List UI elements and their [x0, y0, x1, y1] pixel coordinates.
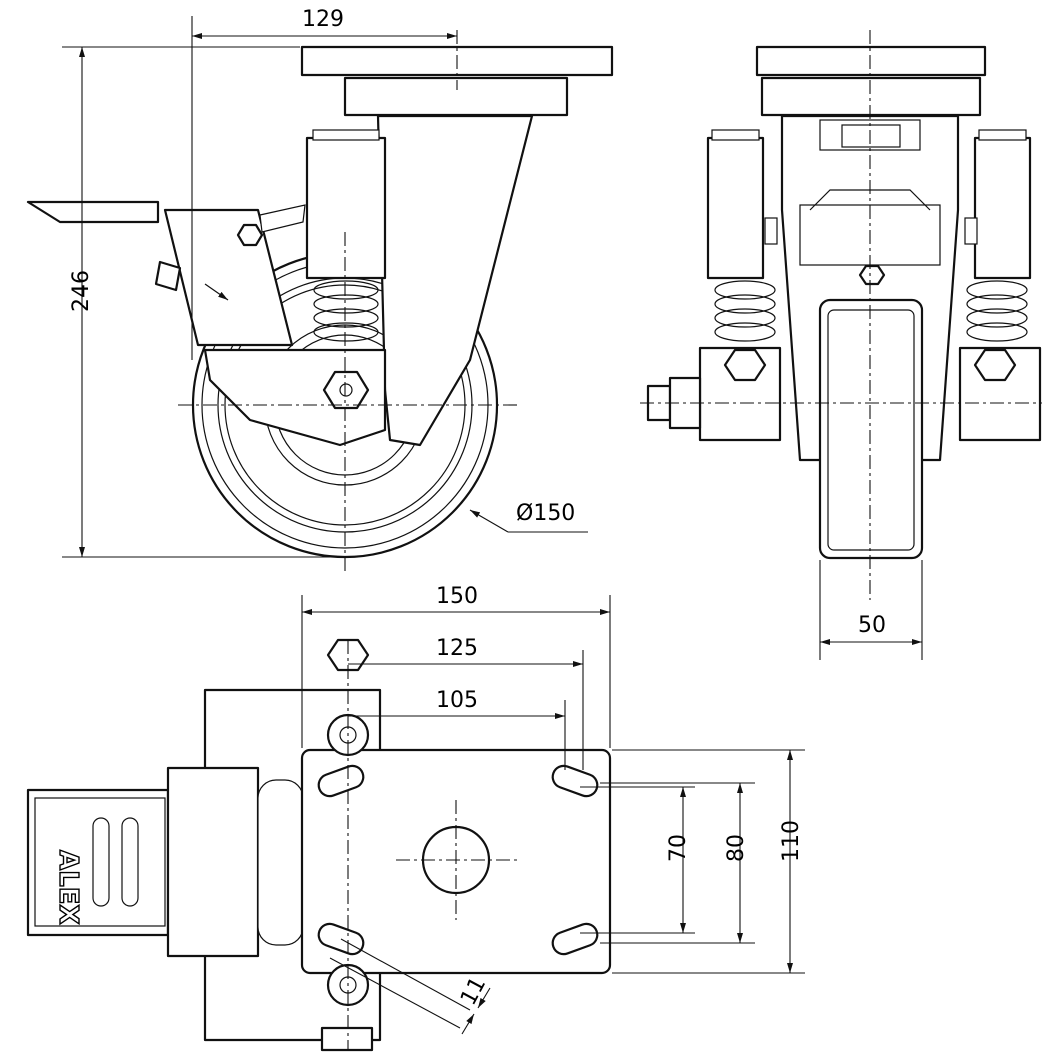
top-view: ALEX 150 125	[26, 584, 805, 1052]
dim-wheel-diameter-label: Ø150	[516, 501, 575, 526]
front-right-housing	[973, 136, 1032, 280]
side-spring-housing	[305, 136, 387, 280]
side-spring	[313, 280, 379, 342]
front-swivel-ring	[760, 76, 982, 117]
dim-plate-width-label: 150	[436, 584, 478, 609]
dim-plate-depth-label: 110	[779, 820, 804, 862]
side-swivel-ring	[343, 76, 569, 117]
brake-pedal-logo: ALEX	[53, 850, 83, 925]
side-brake	[26, 200, 306, 347]
front-right-spring	[966, 280, 1028, 342]
dim-hole-pitch-inner-label: 70	[666, 834, 691, 862]
brake-bracket	[166, 766, 260, 958]
dim-hole-spacing-inner-label: 105	[436, 688, 478, 713]
side-fork-leg	[376, 114, 534, 447]
side-axle-nut	[322, 370, 370, 410]
dim-slot-width-label: 11	[456, 973, 491, 1009]
dim-hole-pitch-outer-label: 80	[724, 834, 749, 862]
front-view: 50	[640, 30, 1042, 660]
dim-height-label: 246	[69, 270, 94, 312]
dim-hole-spacing-outer-label: 125	[436, 636, 478, 661]
mounting-slots	[317, 764, 599, 956]
front-wheel	[818, 298, 924, 560]
front-top-plate	[755, 45, 987, 77]
side-view: 129 246 Ø150	[26, 7, 614, 572]
front-left-housing	[706, 136, 765, 280]
dim-width-label: 129	[302, 7, 344, 32]
dim-wheel-width-label: 50	[858, 613, 886, 638]
brake-pedal: ALEX	[26, 788, 170, 937]
front-left-spring	[714, 280, 776, 342]
